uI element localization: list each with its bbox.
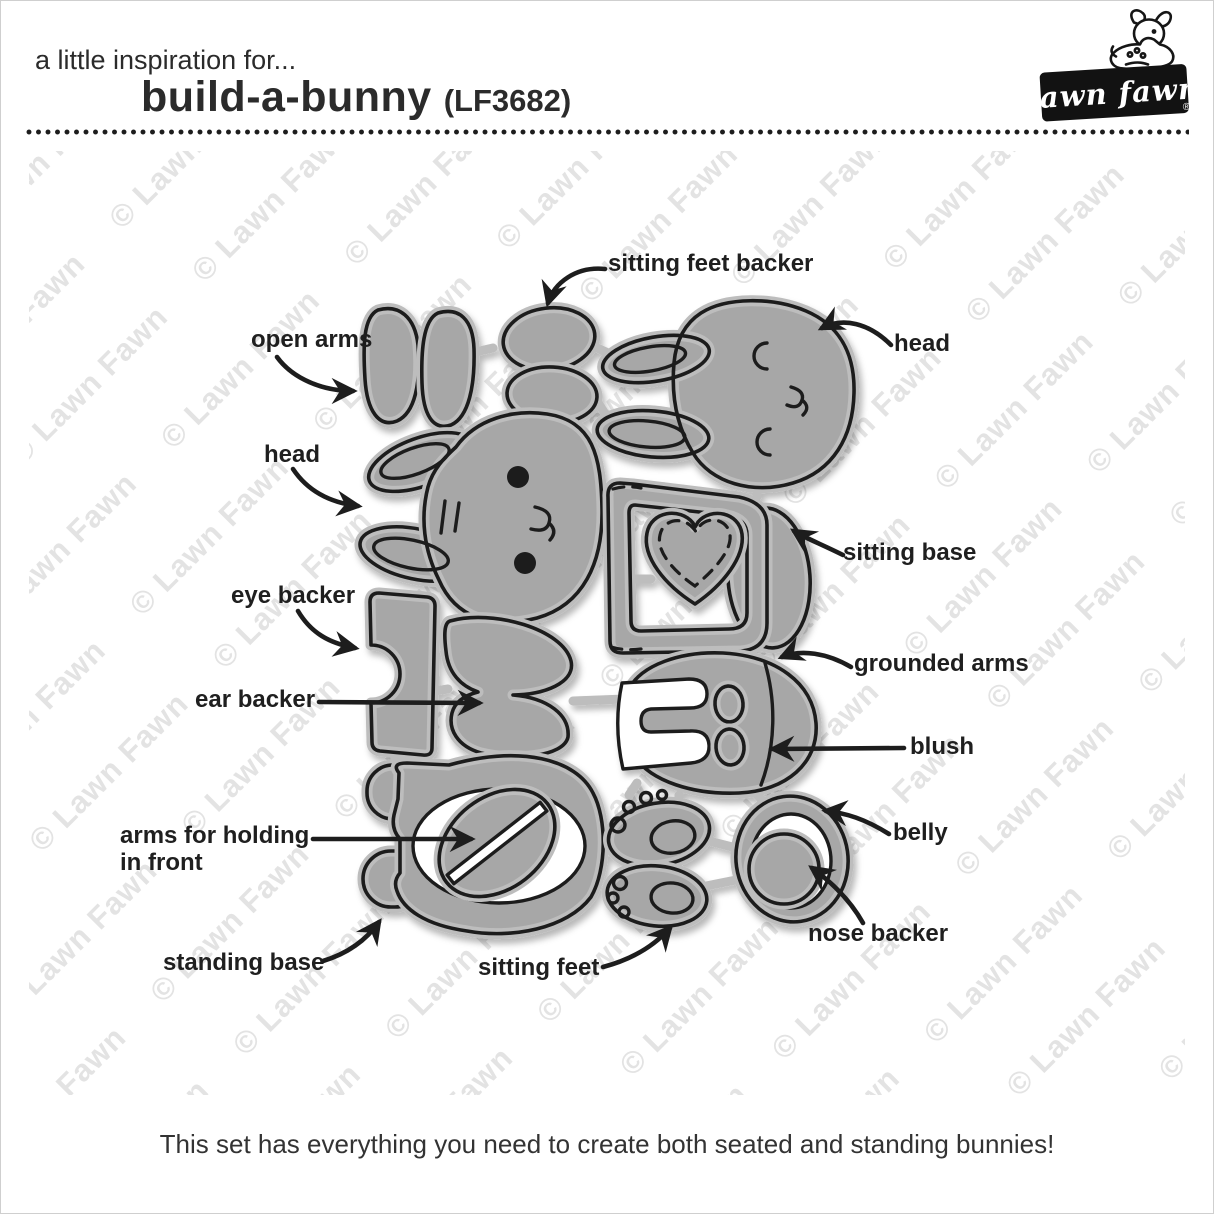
arrow-ear-backer: [316, 689, 484, 716]
label-arms-for-holding: arms for holding in front: [120, 822, 310, 876]
page-title: build-a-bunny (LF3682): [141, 73, 571, 122]
label-sitting-feet-backer: sitting feet backer: [608, 250, 814, 277]
arrow-standing-base: [320, 918, 382, 964]
label-standing-base: standing base: [163, 949, 325, 976]
lawn-fawn-logo: lawn fawn ®: [1027, 9, 1201, 122]
logo-plate: [1039, 64, 1189, 122]
product-sku: (LF3682): [443, 83, 572, 118]
die-grounded-arms: [616, 647, 822, 799]
tagline: a little inspiration for...: [35, 45, 297, 75]
arrow-nose-backer: [808, 865, 866, 926]
label-grounded-arms: grounded arms: [854, 650, 1029, 677]
arrow-belly: [821, 800, 892, 837]
label-open-arms: open arms: [251, 326, 373, 353]
die-heart: [640, 507, 748, 610]
callout-arrows: [274, 266, 907, 970]
label-blush: blush: [910, 733, 974, 760]
arrow-sitting-feet: [600, 924, 674, 970]
logo-registered-mark: ®: [1182, 102, 1191, 113]
dotted-separator: [26, 129, 1189, 135]
product-title: build-a-bunny: [141, 73, 432, 121]
die-arms-for-holding: [433, 783, 561, 903]
arrow-head-left: [290, 466, 363, 517]
label-belly: belly: [893, 819, 948, 846]
label-nose-backer: nose backer: [808, 920, 949, 947]
die-blush: [709, 680, 750, 771]
die-ear-backer: [439, 612, 577, 763]
fawn-icon: [1109, 9, 1175, 71]
arrow-grounded-arms: [777, 636, 854, 670]
arrow-blush: [768, 735, 907, 762]
label-eye-backer: eye backer: [231, 582, 356, 609]
arrow-head-right: [817, 306, 894, 348]
die-sitting-feet: [601, 788, 716, 932]
label-ear-backer: ear backer: [195, 686, 316, 713]
die-head-awake: [354, 407, 608, 628]
die-head-sleeping: [591, 295, 860, 494]
die-eye-backer: [364, 587, 441, 761]
arrow-open-arms: [274, 354, 358, 405]
label-head-right: head: [894, 330, 951, 357]
label-sitting-base: sitting base: [843, 539, 977, 566]
footer-caption: This set has everything you need to crea…: [159, 1129, 1055, 1159]
arrow-eye-backer: [295, 608, 360, 657]
die-nose-backer: [743, 828, 825, 910]
label-sitting-feet: sitting feet: [478, 954, 600, 981]
label-head-left: head: [264, 441, 321, 468]
die-open-arms: [358, 303, 480, 432]
arrow-sitting-feet-backer: [541, 266, 608, 308]
arrow-sitting-base: [789, 528, 846, 558]
